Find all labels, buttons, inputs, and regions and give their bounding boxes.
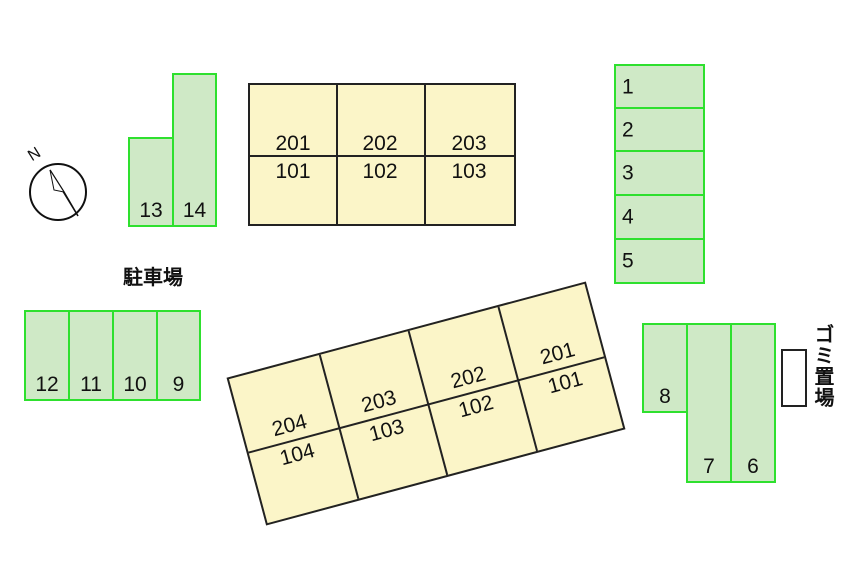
parking-label: 駐車場 bbox=[123, 267, 183, 289]
stall-number: 2 bbox=[622, 118, 634, 141]
stall-number: 5 bbox=[622, 249, 634, 273]
parking-stall-12: 12 bbox=[24, 310, 70, 401]
stall-number: 4 bbox=[622, 205, 634, 229]
unit-lower-label: 102 bbox=[362, 160, 398, 183]
stall-number: 8 bbox=[659, 385, 671, 408]
stall-number: 13 bbox=[139, 199, 163, 222]
unit-column: 202 102 bbox=[336, 85, 426, 224]
unit-lower-label: 101 bbox=[275, 160, 311, 183]
parking-stall-11: 11 bbox=[68, 310, 114, 401]
parking-stall-8: 8 bbox=[642, 323, 688, 413]
stall-number: 12 bbox=[35, 373, 59, 396]
stall-number: 11 bbox=[80, 373, 102, 396]
unit-lower-label: 103 bbox=[451, 160, 487, 183]
parking-stall-5: 5 bbox=[614, 238, 705, 284]
north-arrow-icon: N bbox=[24, 140, 96, 222]
garbage-bin-box bbox=[781, 349, 807, 407]
stall-number: 1 bbox=[622, 75, 634, 98]
unit-column: 203 103 bbox=[424, 85, 514, 224]
stall-number: 7 bbox=[703, 455, 715, 478]
parking-stall-10: 10 bbox=[112, 310, 158, 401]
stall-number: 9 bbox=[172, 373, 185, 396]
parking-stall-4: 4 bbox=[614, 194, 705, 240]
parking-stall-3: 3 bbox=[614, 150, 705, 196]
stall-number: 6 bbox=[747, 455, 759, 478]
stall-number: 10 bbox=[123, 373, 147, 396]
parking-stall-7: 7 bbox=[686, 323, 732, 483]
unit-upper-label: 203 bbox=[451, 132, 487, 155]
parking-stall-6: 6 bbox=[730, 323, 776, 483]
parking-stall-13: 13 bbox=[128, 137, 174, 227]
unit-upper-label: 201 bbox=[275, 132, 311, 155]
parking-stall-14: 14 bbox=[172, 73, 217, 227]
parking-stall-2: 2 bbox=[614, 107, 705, 152]
garbage-area-label: ゴミ置場 bbox=[811, 324, 833, 408]
unit-column: 201 101 bbox=[250, 85, 338, 224]
building-top: 201 101 202 102 203 103 bbox=[248, 83, 516, 226]
building-bottom: 204 104 203 103 202 102 201 101 bbox=[226, 281, 626, 526]
unit-upper-label: 202 bbox=[362, 132, 398, 155]
floor-divider bbox=[250, 155, 514, 157]
parking-stall-9: 9 bbox=[156, 310, 201, 401]
stall-number: 14 bbox=[182, 199, 207, 222]
stall-number: 3 bbox=[622, 161, 634, 185]
parking-stall-1: 1 bbox=[614, 64, 705, 109]
